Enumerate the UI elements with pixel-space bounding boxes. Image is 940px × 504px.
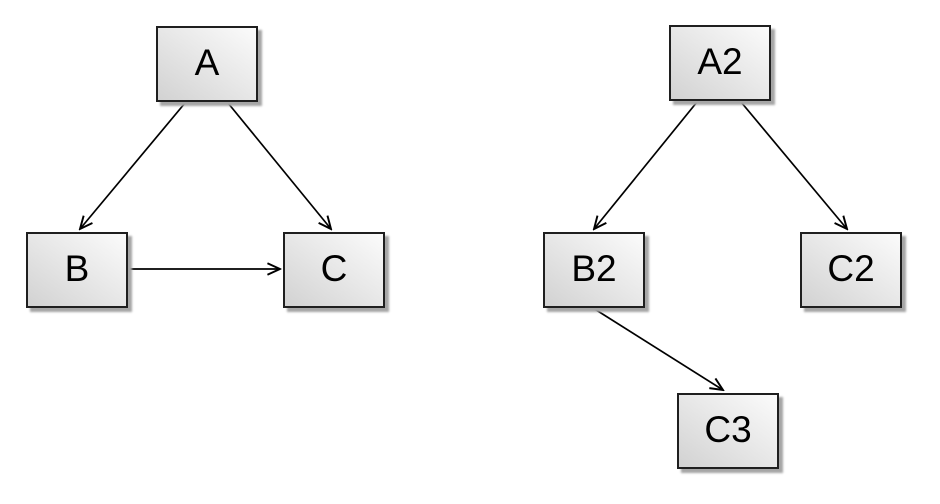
node-A-label: A	[194, 42, 220, 83]
edge-B2-to-C3[interactable]	[592, 307, 723, 390]
node-C3[interactable]: C3	[677, 393, 779, 469]
node-A[interactable]: A	[156, 26, 258, 102]
edge-A2-to-B2[interactable]	[594, 101, 698, 229]
node-B-label: B	[64, 248, 90, 289]
node-A2[interactable]: A2	[669, 25, 771, 101]
edge-A2-to-C2[interactable]	[740, 101, 847, 229]
node-C[interactable]: C	[283, 232, 385, 308]
node-C-label: C	[320, 248, 348, 289]
node-C3-label: C3	[704, 409, 752, 450]
node-B2-label: B2	[571, 248, 617, 289]
node-B[interactable]: B	[26, 232, 128, 308]
edge-A-to-C[interactable]	[227, 102, 331, 229]
node-A2-label: A2	[697, 41, 743, 82]
edge-A-to-B[interactable]	[80, 102, 186, 229]
node-C2[interactable]: C2	[800, 232, 902, 308]
node-C2-label: C2	[827, 248, 875, 289]
node-B2[interactable]: B2	[543, 232, 645, 308]
